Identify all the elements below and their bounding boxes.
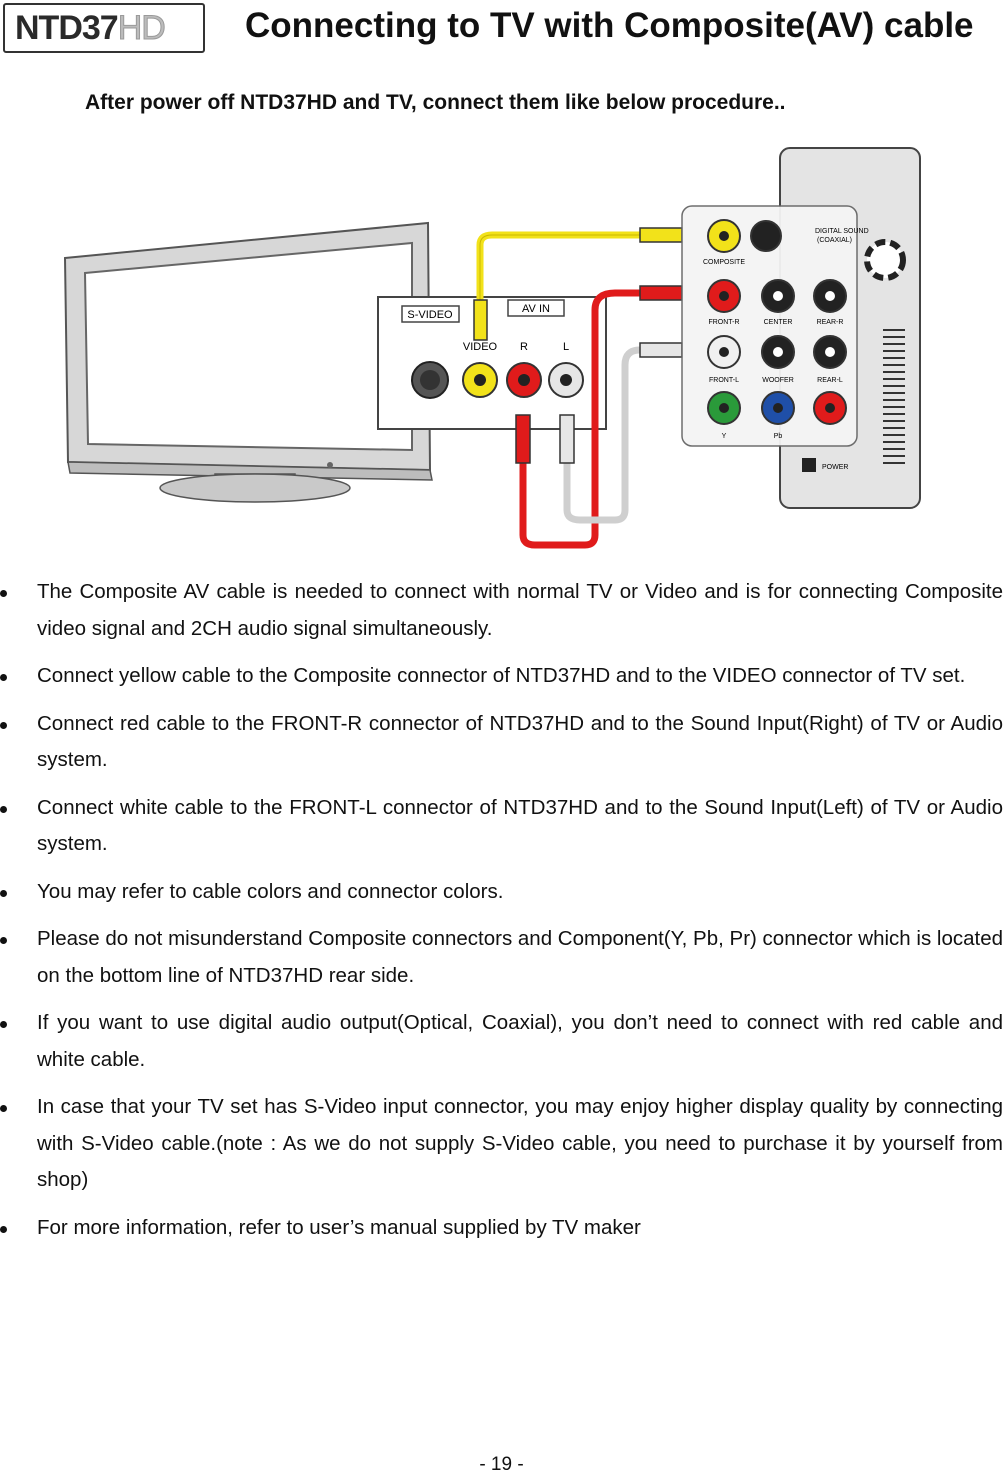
list-item-text: Connect yellow cable to the Composite co…: [37, 664, 966, 687]
page-subtitle: After power off NTD37HD and TV, connect …: [85, 91, 786, 114]
connection-diagram: S-VIDEO AV IN VIDEO R L DIGITAL SOUND (C: [63, 147, 921, 549]
list-item: For more information, refer to user’s ma…: [0, 1210, 1003, 1247]
bullet-icon: [0, 937, 7, 944]
red-cable-upper: [519, 289, 644, 549]
label-front-l: FRONT-L: [709, 377, 739, 384]
instruction-list: The Composite AV cable is needed to conn…: [0, 574, 1003, 1257]
bullet-icon: [0, 805, 7, 813]
list-item: Please do not misunderstand Composite co…: [0, 921, 1003, 994]
white-cable-upper: [563, 346, 644, 524]
bullet-icon: [0, 1105, 7, 1112]
label-rear-l: REAR-L: [817, 377, 843, 384]
label-woofer: WOOFER: [762, 377, 794, 384]
tv-input-panel: S-VIDEO AV IN VIDEO R L: [377, 296, 607, 430]
list-item-text: You may refer to cable colors and connec…: [37, 879, 504, 903]
label-power: POWER: [822, 464, 848, 471]
logo-text-ntd37: NTD37: [15, 8, 119, 47]
bullet-icon: [0, 721, 7, 729]
list-item-text: Please do not misunderstand Composite co…: [37, 927, 1003, 987]
panel-label-video: VIDEO: [463, 341, 498, 353]
label-y: Y: [722, 433, 727, 440]
cable-plugs: [473, 227, 683, 464]
bullet-icon: [0, 1225, 7, 1233]
logo-text-hd: HD: [117, 8, 166, 47]
list-item: If you want to use digital audio output(…: [0, 1005, 1003, 1078]
list-item-text: Connect red cable to the FRONT-R connect…: [37, 711, 1003, 772]
page-title: Connecting to TV with Composite(AV) cabl…: [245, 6, 974, 45]
label-center: CENTER: [764, 319, 793, 326]
label-digital-sound: DIGITAL SOUND: [815, 228, 869, 235]
page-number: - 19 -: [479, 1454, 524, 1475]
label-pb: Pb: [774, 433, 783, 440]
label-rear-r: REAR-R: [817, 319, 844, 326]
list-item: In case that your TV set has S-Video inp…: [0, 1089, 1003, 1199]
label-composite: COMPOSITE: [703, 259, 745, 266]
bullet-icon: [0, 674, 7, 681]
list-item: Connect white cable to the FRONT-L conne…: [0, 790, 1003, 863]
list-item: Connect red cable to the FRONT-R connect…: [0, 706, 1003, 779]
bullet-icon: [0, 889, 7, 897]
player-rear-panel: DIGITAL SOUND (COAXIAL) COMPOSITE FRONT-…: [681, 147, 921, 509]
bullet-icon: [0, 1021, 7, 1028]
list-item: You may refer to cable colors and connec…: [0, 874, 1003, 911]
list-item-text: Connect white cable to the FRONT-L conne…: [37, 795, 1003, 856]
panel-label-r: R: [520, 341, 528, 353]
tv-illustration: [63, 221, 433, 503]
cables: [476, 231, 644, 549]
list-item-text: If you want to use digital audio output(…: [37, 1011, 1003, 1071]
bullet-icon: [0, 590, 7, 597]
label-coaxial: (COAXIAL): [817, 237, 852, 244]
list-item-text: The Composite AV cable is needed to conn…: [37, 580, 1003, 640]
panel-label-svideo: S-VIDEO: [407, 309, 453, 321]
panel-label-avin: AV IN: [522, 303, 550, 315]
list-item-text: In case that your TV set has S-Video inp…: [37, 1095, 1003, 1191]
label-front-r: FRONT-R: [708, 319, 739, 326]
list-item: The Composite AV cable is needed to conn…: [0, 574, 1003, 647]
list-item-text: For more information, refer to user’s ma…: [37, 1215, 641, 1239]
panel-label-l: L: [563, 341, 569, 353]
list-item: Connect yellow cable to the Composite co…: [0, 658, 1003, 695]
